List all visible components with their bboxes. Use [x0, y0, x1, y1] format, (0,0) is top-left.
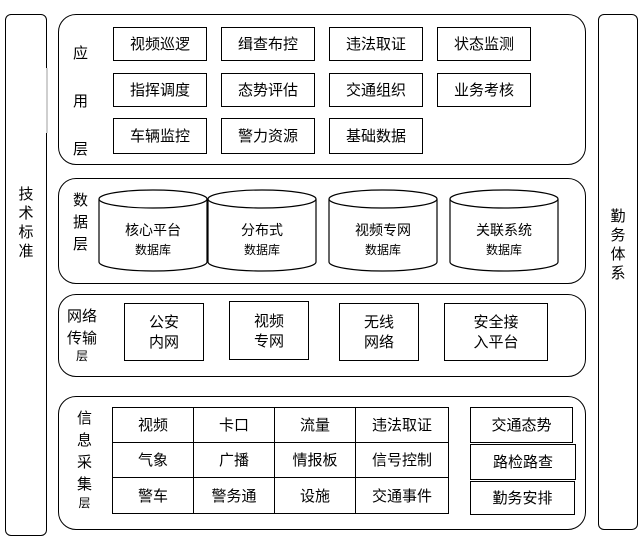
collection-cell: 气象 — [112, 442, 194, 478]
divider-mark — [46, 68, 48, 133]
app-box: 车辆监控 — [113, 118, 207, 154]
database-sub: 数据库 — [243, 243, 280, 257]
app-box: 态势评估 — [221, 73, 315, 107]
database-core-platform — [98, 189, 208, 272]
collection-cell: 情报板 — [274, 442, 356, 478]
collection-cell: 信号控制 — [355, 442, 449, 478]
network-box-public-security: 公安 内网 — [124, 303, 204, 361]
app-box: 违法取证 — [329, 27, 423, 61]
collection-cell: 广播 — [193, 442, 275, 478]
collection-right-box: 勤务安排 — [470, 481, 575, 515]
database-video-network — [328, 189, 438, 272]
tech-standard-label: 技 术 标 准 — [18, 185, 34, 260]
network-layer-label: 网络 传输 层 — [67, 307, 98, 363]
collection-cell: 违法取证 — [355, 407, 449, 443]
app-box: 业务考核 — [437, 73, 531, 107]
database-distributed — [207, 189, 317, 272]
collection-cell: 设施 — [274, 477, 356, 514]
database-sub: 数据库 — [364, 243, 401, 257]
app-box: 指挥调度 — [113, 73, 207, 107]
duty-system-label: 勤 务 体 系 — [610, 207, 626, 282]
collection-cell: 警车 — [112, 477, 194, 514]
app-box: 视频巡逻 — [113, 27, 207, 61]
app-box: 警力资源 — [221, 118, 315, 154]
collection-cell: 交通事件 — [355, 477, 449, 514]
app-box: 交通组织 — [329, 73, 423, 107]
network-box-secure-access: 安全接 入平台 — [444, 303, 548, 361]
collection-layer-label: 信 息 采 集 层 — [77, 409, 93, 510]
database-sub: 数据库 — [485, 243, 522, 257]
database-name: 核心平台 — [125, 223, 181, 239]
application-layer-label: 应 用 层 — [73, 44, 89, 158]
network-box-video-private: 视频 专网 — [229, 301, 309, 360]
network-box-wireless: 无线 网络 — [339, 303, 419, 361]
collection-cell: 卡口 — [193, 407, 275, 443]
app-box: 基础数据 — [329, 118, 423, 154]
database-name: 关联系统 — [476, 223, 532, 239]
collection-right-box: 交通态势 — [470, 407, 573, 443]
tech-standard-bar: 技 术 标 准 — [5, 14, 47, 536]
duty-system-bar: 勤 务 体 系 — [598, 14, 638, 530]
database-sub: 数据库 — [134, 243, 171, 257]
collection-cell: 流量 — [274, 407, 356, 443]
app-box: 缉查布控 — [221, 27, 315, 61]
database-name: 视频专网 — [355, 223, 411, 239]
app-box: 状态监测 — [437, 27, 531, 61]
collection-right-box: 路检路查 — [470, 444, 576, 480]
database-name: 分布式 — [241, 223, 283, 239]
database-related-systems — [449, 189, 559, 272]
data-layer-label: 数 据 层 — [73, 191, 89, 253]
collection-cell: 警务通 — [193, 477, 275, 514]
collection-cell: 视频 — [112, 407, 194, 443]
